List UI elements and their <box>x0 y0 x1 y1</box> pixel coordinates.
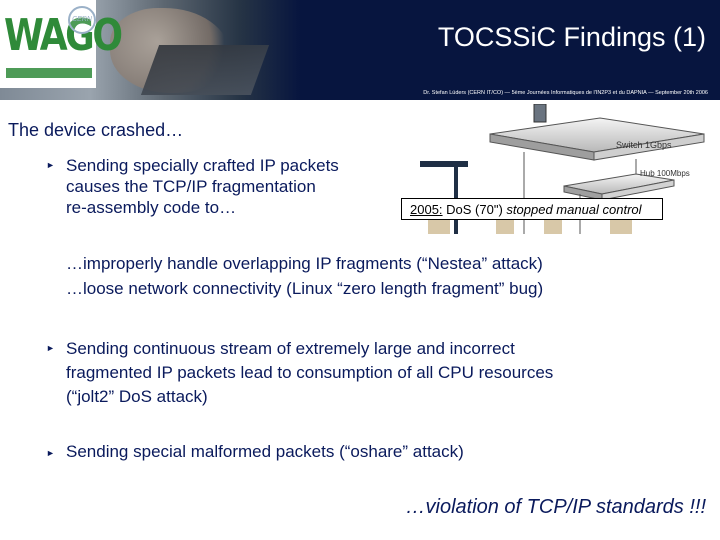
bullet-1-line-3: re-assembly code to… <box>66 198 237 217</box>
image-caption: 2005: DoS (70") stopped manual control <box>401 198 663 220</box>
caption-year: 2005: <box>410 202 443 217</box>
device-box-4 <box>610 220 632 234</box>
bullet-marker: ► <box>46 343 55 353</box>
caption-text: DoS (70") <box>442 202 507 217</box>
network-diagram-image: Switch 1Gbps Hub 100Mbps <box>404 104 720 234</box>
bullet-1-line-2: causes the TCP/IP fragmentation <box>66 177 316 196</box>
slide-subtitle: Dr. Stefan Lüders (CERN IT/CO) — 5ème Jo… <box>423 90 708 96</box>
hub-device <box>563 173 675 201</box>
header-bar: WAGO CERN TOCSSiC Findings (1) Dr. Stefa… <box>0 0 720 100</box>
bullet-4-line-1: Sending special malformed packets (“osha… <box>66 442 464 461</box>
uplink-cable <box>533 104 547 123</box>
bullet-3-text: Sending continuous stream of extremely l… <box>66 337 553 409</box>
caption-italic: stopped manual control <box>506 202 642 217</box>
bullet-1-line-1: Sending specially crafted IP packets <box>66 156 339 175</box>
device-box-2 <box>496 220 514 234</box>
device-box-1 <box>428 220 450 234</box>
slide-title: TOCSSiC Findings (1) <box>437 22 706 52</box>
sub-items: …improperly handle overlapping IP fragme… <box>66 251 543 301</box>
device-box-3 <box>544 220 562 234</box>
network-diagram-svg: Switch 1Gbps Hub 100Mbps <box>420 104 705 234</box>
hub-label: Hub 100Mbps <box>640 169 690 178</box>
sub-item-2: …loose network connectivity (Linux “zero… <box>66 279 544 298</box>
section-heading: The device crashed… <box>8 120 184 140</box>
bullet-3-line-3: (“jolt2” DoS attack) <box>66 387 208 406</box>
bullet-4-text: Sending special malformed packets (“osha… <box>66 441 464 462</box>
wago-logo-text: WAGO <box>4 10 123 61</box>
cern-logo: CERN <box>68 6 96 34</box>
conclusion-text: …violation of TCP/IP standards !!! <box>405 496 707 518</box>
sub-item-1: …improperly handle overlapping IP fragme… <box>66 254 543 273</box>
switch-device <box>489 117 705 161</box>
wago-logo: WAGO CERN <box>0 0 123 88</box>
bullet-1-text: Sending specially crafted IP packets cau… <box>66 155 339 218</box>
switch-label: Switch 1Gbps <box>616 140 672 150</box>
photo-laptop <box>140 45 270 95</box>
bullet-marker: ► <box>46 448 55 458</box>
bullet-marker: ► <box>46 160 55 170</box>
wago-logo-strip <box>6 68 92 78</box>
bullet-3-line-1: Sending continuous stream of extremely l… <box>66 339 515 358</box>
bullet-3-line-2: fragmented IP packets lead to consumptio… <box>66 363 554 382</box>
